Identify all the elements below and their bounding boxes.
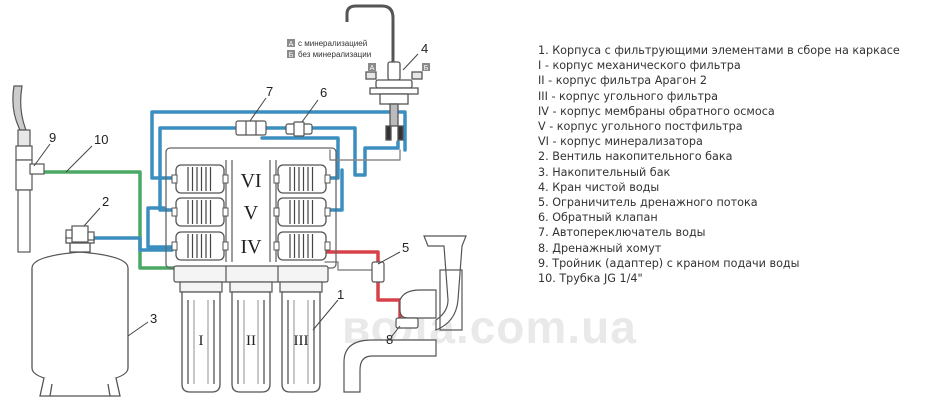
module-label-v: V: [244, 202, 259, 224]
faucet-tag-a: A: [368, 63, 376, 72]
mineral-key-tag-a: A: [289, 41, 294, 48]
module-cartridge: [273, 197, 331, 227]
module-cartridge: [273, 231, 331, 261]
legend-item: 10. Трубка JG 1/4": [538, 272, 643, 286]
legend-item: 3. Накопительный бак: [538, 165, 671, 179]
module-label-vi: VI: [240, 170, 261, 192]
legend-item: V - корпус угольного постфильтра: [538, 120, 743, 134]
drain-saddle: [343, 235, 467, 393]
blue-tube-tank: [90, 236, 174, 252]
check-valve: [285, 121, 313, 137]
legend-item: VI - корпус минерализатора: [538, 135, 703, 149]
tank-valve: [65, 225, 95, 243]
faucet-tag-b: Б: [422, 63, 430, 72]
mineral-key: A с минерализацией Б без минерализации: [287, 39, 371, 59]
module-cartridge: [171, 231, 229, 261]
callout-2: 2: [102, 194, 109, 209]
storage-tank: [31, 235, 129, 397]
callout-10: 10: [94, 132, 108, 147]
faucet-tag-b-text: Б: [424, 65, 429, 72]
module-label-iv: IV: [240, 236, 262, 258]
legend-item: IV - корпус мембраны обратного осмоса: [538, 104, 775, 118]
legend-item: 7. Автопереключатель воды: [538, 226, 706, 240]
legend-item: II - корпус фильтра Арагон 2: [538, 74, 708, 88]
legend-item: 8. Дренажный хомут: [538, 241, 662, 255]
housing-i: [181, 291, 221, 393]
module-cartridge: [171, 197, 229, 227]
callout-6: 6: [320, 85, 327, 100]
callout-8: 8: [386, 332, 393, 347]
housing-ii: [231, 291, 271, 393]
legend-item: I - корпус механического фильтра: [538, 59, 741, 73]
callout-1: 1: [337, 287, 344, 302]
flow-restrictor: [371, 261, 385, 283]
mineral-key-text-a: с минерализацией: [298, 39, 367, 48]
housing-label-ii: II: [246, 333, 256, 349]
legend-item: 6. Обратный клапан: [538, 211, 658, 225]
mineral-key-tag-b: Б: [289, 52, 294, 59]
legend-item: 1. Корпуса с фильтрующими элементами в с…: [538, 44, 900, 57]
auto-shutoff-valve: [235, 120, 267, 136]
callout-9: 9: [49, 130, 56, 145]
faucet-tag-a-text: A: [370, 65, 375, 72]
legend-item: 4. Кран чистой воды: [538, 180, 660, 194]
mineral-key-text-b: без минерализации: [298, 50, 371, 59]
legend-item: 2. Вентиль накопительного бака: [538, 150, 733, 164]
callout-4: 4: [421, 41, 428, 56]
green-tube-feed: [42, 170, 180, 270]
module-group: [171, 164, 331, 261]
module-cartridge: [171, 164, 229, 194]
housing-iii: [281, 291, 321, 393]
component-legend: 1. Корпуса с фильтрующими элементами в с…: [538, 43, 938, 286]
callout-3: 3: [150, 311, 157, 326]
callout-7: 7: [266, 84, 273, 99]
housing-label-iii: III: [294, 333, 309, 349]
callout-5: 5: [402, 240, 409, 255]
feed-tee-adapter: [12, 85, 45, 253]
legend-item: 9. Тройник (адаптер) с краном подачи вод…: [538, 256, 800, 270]
faucet: [345, 4, 423, 141]
module-cartridge: [273, 164, 331, 194]
legend-item: III - корпус угольного фильтра: [538, 89, 718, 103]
housing-label-i: I: [199, 333, 204, 349]
filter-head-block: [173, 265, 329, 293]
legend-item: 5. Ограничитель дренажного потока: [538, 196, 758, 210]
